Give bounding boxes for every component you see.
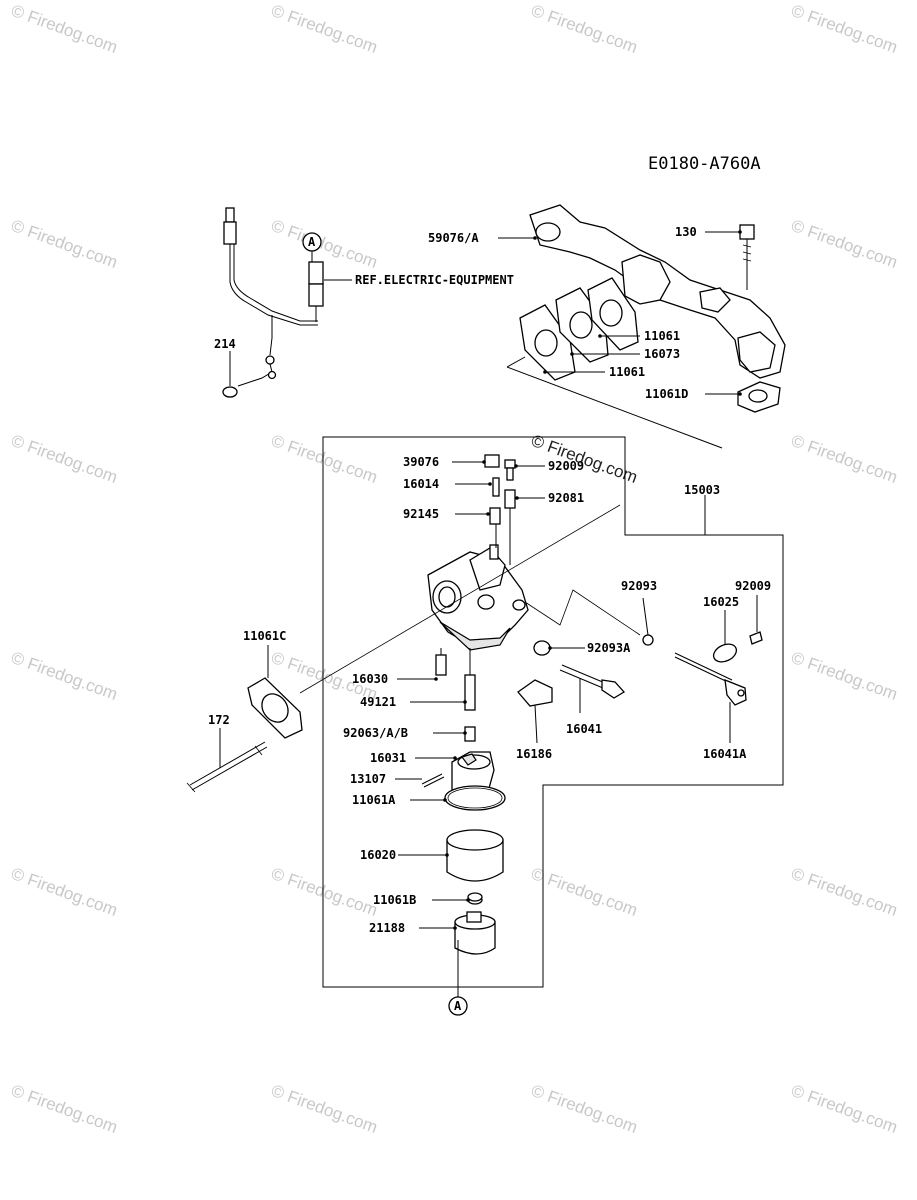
watermark: © Firedog.com	[9, 431, 120, 487]
watermark: © Firedog.com	[269, 1, 380, 57]
label-92093A: 92093A	[587, 641, 631, 655]
watermark: © Firedog.com	[789, 431, 900, 487]
exhaust-manifold	[529, 204, 786, 379]
label-13107: 13107	[350, 772, 386, 786]
label-130: 130	[675, 225, 697, 239]
float-bowl-16020	[446, 829, 504, 882]
center-watermark: © Firedog.com	[529, 431, 640, 487]
seal-92093A	[533, 640, 551, 656]
diagram-code: E0180-A760A	[648, 154, 761, 174]
label-11061C: 11061C	[243, 629, 286, 643]
washer-92093	[642, 634, 654, 646]
watermark: © Firedog.com	[529, 1081, 640, 1137]
top-jets	[484, 454, 516, 565]
label-11061B: 11061B	[373, 893, 416, 907]
oring-11061A	[444, 785, 506, 811]
watermark: © Firedog.com	[529, 864, 640, 920]
label-11061-lower: 11061	[609, 365, 645, 379]
watermark: © Firedog.com	[269, 431, 380, 487]
assembly-boundary	[322, 436, 784, 988]
label-92093: 92093	[621, 579, 657, 593]
watermark: © Firedog.com	[529, 1, 640, 57]
label-16073: 16073	[644, 347, 680, 361]
choke-shaft	[517, 664, 626, 707]
watermark: © Firedog.com	[9, 216, 120, 272]
label-11061-upper: 11061	[644, 329, 680, 343]
label-92063: 92063/A/B	[343, 726, 408, 740]
watermark: © Firedog.com	[9, 648, 120, 704]
callout-a-bottom: A	[448, 987, 468, 1016]
label-92009-right: 92009	[735, 579, 771, 593]
label-16186: 16186	[516, 747, 552, 761]
label-92145: 92145	[403, 507, 439, 521]
label-11061D: 11061D	[645, 387, 688, 401]
label-214: 214	[214, 337, 236, 351]
assembly-line-right	[524, 589, 641, 636]
label-16041: 16041	[566, 722, 602, 736]
label-16014: 16014	[403, 477, 439, 491]
watermark: © Firedog.com	[269, 216, 380, 272]
watermark: © Firedog.com	[789, 1, 900, 57]
label-21188: 21188	[369, 921, 405, 935]
watermark: © Firedog.com	[789, 1081, 900, 1137]
watermark: © Firedog.com	[269, 1081, 380, 1137]
label-15003: 15003	[684, 483, 720, 497]
label-16025: 16025	[703, 595, 739, 609]
label-92081: 92081	[548, 491, 584, 505]
gasket-11061C	[247, 677, 303, 739]
callout-a-top: A	[302, 232, 322, 262]
carburetor-body	[427, 544, 529, 651]
washer-11061B	[467, 892, 483, 905]
label-172: 172	[208, 713, 230, 727]
label-16041A: 16041A	[703, 747, 747, 761]
watermark: © Firedog.com	[789, 216, 900, 272]
ref-electric-equipment: REF.ELECTRIC-EQUIPMENT	[355, 273, 514, 287]
jet-16030	[435, 648, 447, 676]
stud-172	[186, 741, 268, 793]
watermark: © Firedog.com	[9, 1081, 120, 1137]
label-16020: 16020	[360, 848, 396, 862]
nozzle-49121	[464, 648, 476, 711]
solenoid-wire	[222, 207, 324, 398]
manifold-leaders	[498, 230, 742, 449]
bowl-nut-21188	[454, 911, 496, 955]
watermark: © Firedog.com	[789, 864, 900, 920]
watermark: © Firedog.com	[9, 864, 120, 920]
assembly-line	[299, 504, 621, 694]
callout-a-letter: A	[308, 235, 316, 249]
watermark: © Firedog.com	[789, 648, 900, 704]
manifold-gaskets	[519, 277, 781, 413]
watermark: © Firedog.com	[9, 1, 120, 57]
watermark: © Firedog.com	[269, 864, 380, 920]
label-59076A: 59076/A	[428, 231, 479, 245]
label-39076: 39076	[403, 455, 439, 469]
bolt-130	[739, 224, 755, 290]
pin-13107	[421, 773, 445, 788]
label-16030: 16030	[352, 672, 388, 686]
label-92009-top: 92009	[548, 459, 584, 473]
label-16031: 16031	[370, 751, 406, 765]
label-49121: 49121	[360, 695, 396, 709]
jet-92063	[464, 726, 476, 742]
label-11061A: 11061A	[352, 793, 396, 807]
callout-a-bottom-letter: A	[454, 999, 462, 1013]
throttle-shaft	[674, 631, 763, 706]
